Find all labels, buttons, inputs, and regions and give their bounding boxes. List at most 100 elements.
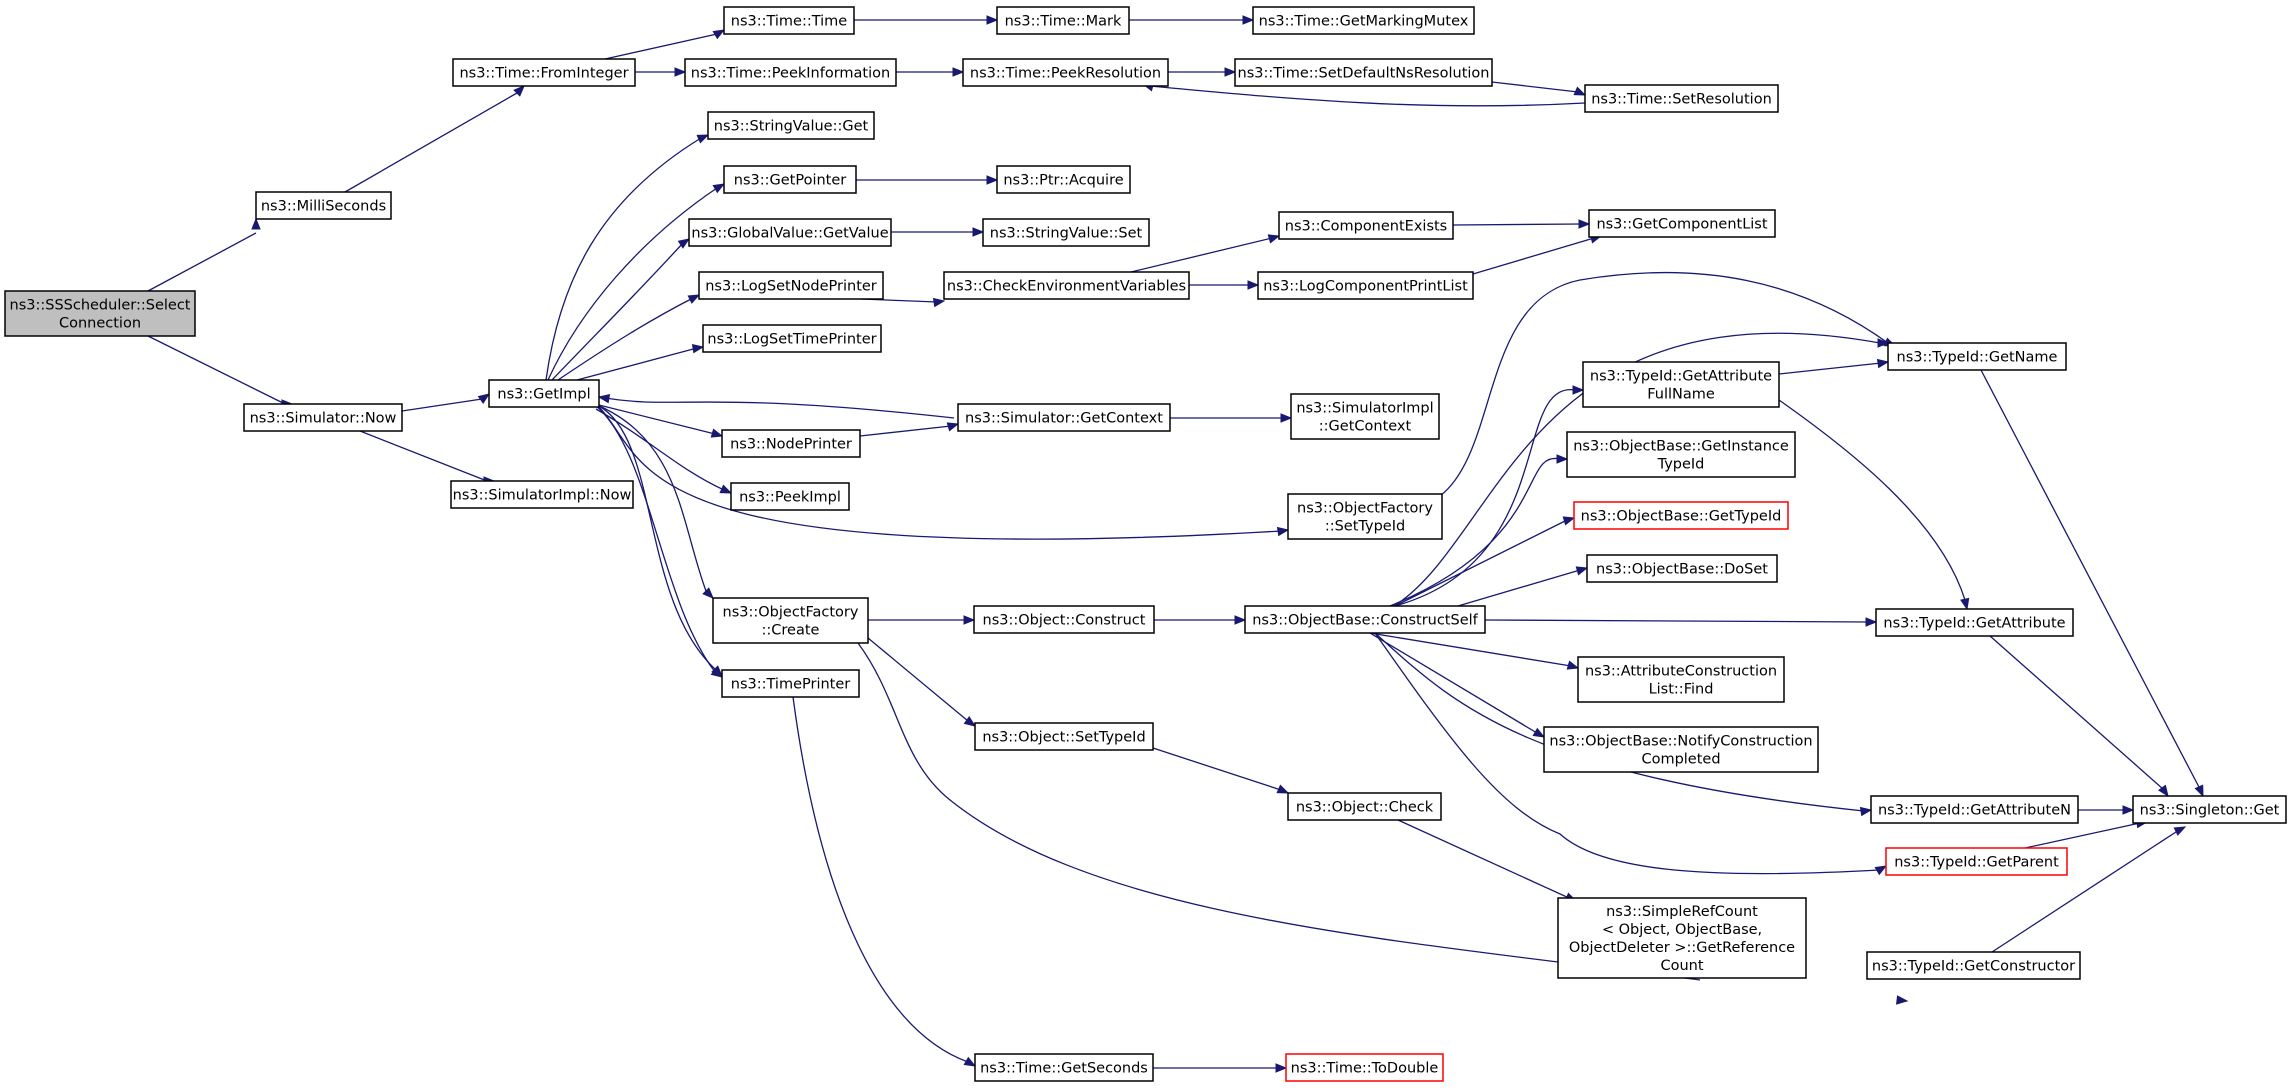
node-compexists[interactable]: ns3::ComponentExists — [1278, 211, 1454, 240]
node-box[interactable] — [1287, 493, 1443, 540]
node-doset[interactable]: ns3::ObjectBase::DoSet — [1586, 554, 1778, 583]
node-box[interactable] — [1278, 211, 1454, 240]
node-box[interactable] — [1866, 951, 2081, 980]
node-box[interactable] — [723, 165, 857, 194]
node-gvget[interactable]: ns3::GlobalValue::GetValue — [688, 218, 892, 247]
node-getcomplist[interactable]: ns3::GetComponentList — [1588, 209, 1776, 238]
node-box[interactable] — [957, 403, 1171, 432]
node-box[interactable] — [712, 597, 869, 644]
node-box[interactable] — [4, 290, 196, 337]
node-box[interactable] — [243, 403, 403, 432]
node-mark[interactable]: ns3::Time::Mark — [996, 6, 1130, 35]
node-notifycc[interactable]: ns3::ObjectBase::NotifyConstructionCompl… — [1543, 726, 1819, 773]
node-singleton[interactable]: ns3::Singleton::Get — [2132, 795, 2287, 824]
node-tidgetattr[interactable]: ns3::TypeId::GetAttribute — [1875, 608, 2074, 637]
node-logtime[interactable]: ns3::LogSetTimePrinter — [702, 324, 882, 353]
node-peekres[interactable]: ns3::Time::PeekResolution — [962, 58, 1169, 87]
node-box[interactable] — [1588, 209, 1776, 238]
node-setdefns[interactable]: ns3::Time::SetDefaultNsResolution — [1234, 58, 1493, 87]
node-box[interactable] — [1234, 58, 1493, 87]
node-checkenv[interactable]: ns3::CheckEnvironmentVariables — [943, 271, 1190, 300]
node-strget[interactable]: ns3::StringValue::Get — [707, 111, 875, 140]
node-box[interactable] — [1870, 795, 2079, 824]
node-box[interactable] — [962, 58, 1169, 87]
node-objconstruct[interactable]: ns3::Object::Construct — [973, 605, 1155, 634]
node-objcheck[interactable]: ns3::Object::Check — [1287, 792, 1442, 821]
node-box[interactable] — [1582, 361, 1780, 408]
node-todouble[interactable]: ns3::Time::ToDouble — [1285, 1053, 1444, 1082]
node-fromint[interactable]: ns3::Time::FromInteger — [452, 58, 636, 87]
node-simimplnow[interactable]: ns3::SimulatorImpl::Now — [450, 480, 634, 509]
node-milli[interactable]: ns3::MilliSeconds — [255, 191, 392, 220]
node-simplerefcount[interactable]: ns3::SimpleRefCount< Object, ObjectBase,… — [1557, 897, 1807, 979]
node-box[interactable] — [1586, 554, 1778, 583]
node-logcompprint[interactable]: ns3::LogComponentPrintList — [1257, 271, 1474, 300]
node-box[interactable] — [996, 165, 1131, 194]
node-ptracq[interactable]: ns3::Ptr::Acquire — [996, 165, 1131, 194]
node-box[interactable] — [943, 271, 1190, 300]
node-box[interactable] — [2132, 795, 2287, 824]
node-timegetsec[interactable]: ns3::Time::GetSeconds — [974, 1053, 1154, 1082]
node-box[interactable] — [688, 218, 892, 247]
node-lognode[interactable]: ns3::LogSetNodePrinter — [698, 271, 884, 300]
node-box[interactable] — [452, 58, 636, 87]
node-box[interactable] — [974, 722, 1154, 751]
node-strset[interactable]: ns3::StringValue::Set — [982, 218, 1150, 247]
node-box[interactable] — [721, 429, 861, 458]
node-getimpl[interactable]: ns3::GetImpl — [488, 379, 600, 408]
node-nodeprinter[interactable]: ns3::NodePrinter — [721, 429, 861, 458]
node-box[interactable] — [982, 218, 1150, 247]
node-box[interactable] — [1885, 847, 2068, 876]
node-box[interactable] — [488, 379, 600, 408]
node-getmarkmutex[interactable]: ns3::Time::GetMarkingMutex — [1252, 6, 1475, 35]
node-box[interactable] — [1557, 897, 1807, 979]
node-box[interactable] — [723, 6, 855, 35]
node-box[interactable] — [1577, 656, 1785, 703]
node-box[interactable] — [1566, 431, 1796, 478]
node-objsettypeid[interactable]: ns3::Object::SetTypeId — [974, 722, 1154, 751]
node-box[interactable] — [1584, 84, 1779, 113]
node-box[interactable] — [1285, 1053, 1444, 1082]
node-box[interactable] — [973, 605, 1155, 634]
node-box[interactable] — [974, 1053, 1154, 1082]
node-box[interactable] — [1887, 342, 2067, 371]
node-getptr[interactable]: ns3::GetPointer — [723, 165, 857, 194]
node-box[interactable] — [684, 58, 897, 87]
node-tidgetparent[interactable]: ns3::TypeId::GetParent — [1885, 847, 2068, 876]
node-simimplgetctx[interactable]: ns3::SimulatorImpl::GetContext — [1290, 393, 1440, 440]
node-obgettypeid[interactable]: ns3::ObjectBase::GetTypeId — [1573, 501, 1789, 530]
node-box[interactable] — [450, 480, 634, 509]
node-box[interactable] — [255, 191, 392, 220]
node-box[interactable] — [721, 669, 860, 698]
node-obconstructself[interactable]: ns3::ObjectBase::ConstructSelf — [1244, 605, 1486, 634]
node-simnow[interactable]: ns3::Simulator::Now — [243, 403, 403, 432]
node-box[interactable] — [1543, 726, 1819, 773]
node-tidgetctor[interactable]: ns3::TypeId::GetConstructor — [1866, 951, 2081, 980]
node-box[interactable] — [698, 271, 884, 300]
node-box[interactable] — [1290, 393, 1440, 440]
node-peekinfo[interactable]: ns3::Time::PeekInformation — [684, 58, 897, 87]
node-box[interactable] — [996, 6, 1130, 35]
node-tidgetattrn[interactable]: ns3::TypeId::GetAttributeN — [1870, 795, 2079, 824]
node-ofsettypeid[interactable]: ns3::ObjectFactory::SetTypeId — [1287, 493, 1443, 540]
node-timeprinter[interactable]: ns3::TimePrinter — [721, 669, 860, 698]
node-simgetctx[interactable]: ns3::Simulator::GetContext — [957, 403, 1171, 432]
node-tidgetname[interactable]: ns3::TypeId::GetName — [1887, 342, 2067, 371]
node-box[interactable] — [1252, 6, 1475, 35]
node-box[interactable] — [1573, 501, 1789, 530]
node-timetime[interactable]: ns3::Time::Time — [723, 6, 855, 35]
node-box[interactable] — [702, 324, 882, 353]
node-box[interactable] — [707, 111, 875, 140]
node-setres[interactable]: ns3::Time::SetResolution — [1584, 84, 1779, 113]
node-ofcreate[interactable]: ns3::ObjectFactory::Create — [712, 597, 869, 644]
node-box[interactable] — [1257, 271, 1474, 300]
node-box[interactable] — [1287, 792, 1442, 821]
node-peekimpl[interactable]: ns3::PeekImpl — [730, 482, 850, 511]
node-box[interactable] — [1244, 605, 1486, 634]
node-box[interactable] — [730, 482, 850, 511]
node-box[interactable] — [1875, 608, 2074, 637]
